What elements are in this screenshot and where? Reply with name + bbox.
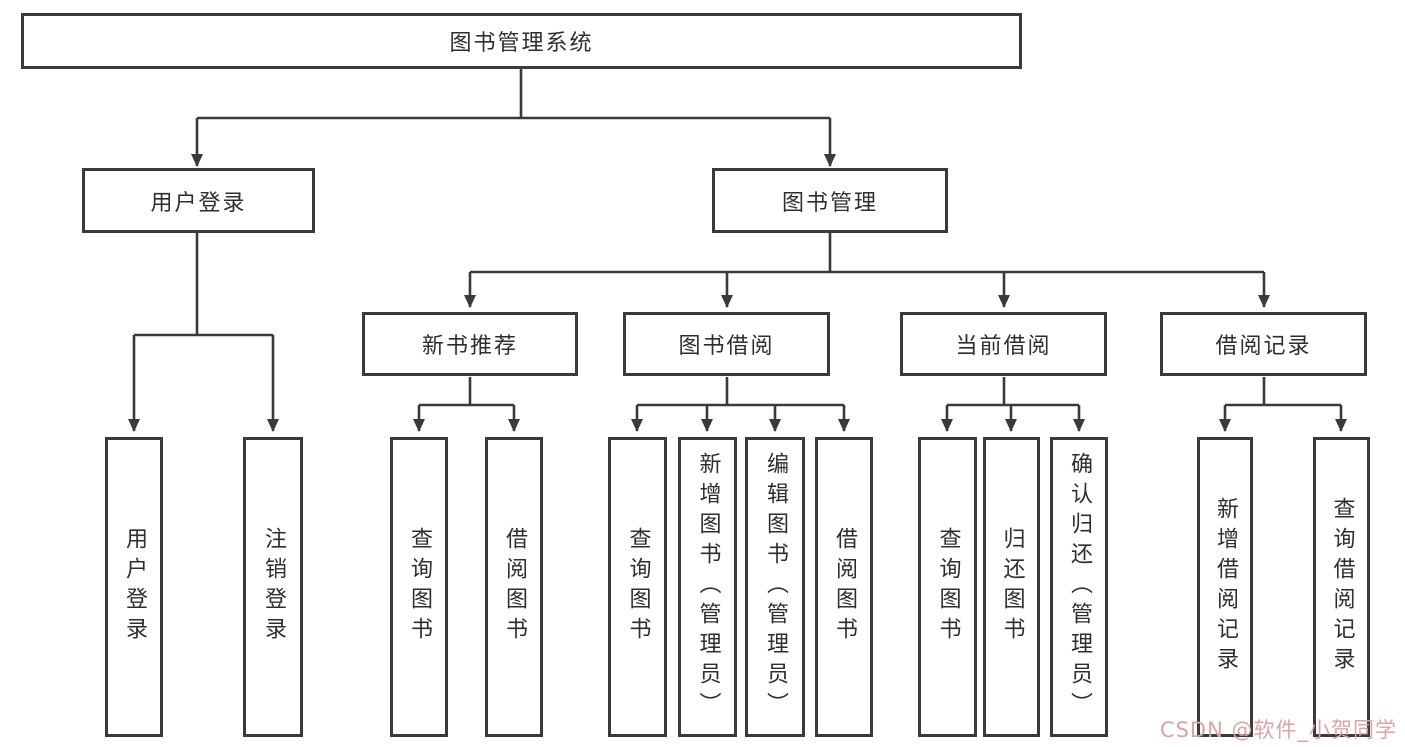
node-label: 新书推荐: [421, 334, 518, 359]
leaf-user-login: 用户登录: [105, 437, 163, 737]
node-new-book-recommend: 新书推荐: [362, 312, 578, 376]
leaf-query-books-current: 查询图书: [918, 437, 977, 737]
leaf-borrow-books: 借阅图书: [815, 437, 873, 737]
node-label: 当前借阅: [955, 334, 1052, 359]
leaf-query-books-recommend: 查询图书: [390, 437, 448, 737]
node-label: 归还图书: [999, 527, 1025, 647]
node-label: 注销登录: [261, 527, 286, 647]
node-label: 借阅图书: [502, 527, 527, 647]
node-label: 用户登录: [122, 527, 147, 647]
leaf-borrow-books-recommend: 借阅图书: [485, 437, 543, 737]
node-label: 查询借阅记录: [1329, 497, 1355, 677]
leaf-confirm-return-admin: 确认归还（管理员）: [1050, 437, 1108, 737]
node-label: 借阅记录: [1215, 334, 1312, 359]
node-book-borrow: 图书借阅: [623, 312, 830, 376]
node-label: 查询图书: [935, 527, 961, 647]
node-label: 确认归还（管理员）: [1067, 452, 1092, 722]
node-user-login-branch: 用户登录: [82, 168, 315, 233]
leaf-add-books-admin: 新增图书（管理员）: [678, 437, 737, 737]
node-label: 查询图书: [407, 527, 432, 647]
leaf-query-books-borrow: 查询图书: [608, 437, 667, 737]
node-label: 借阅图书: [832, 527, 857, 647]
leaf-edit-books-admin: 编辑图书（管理员）: [745, 437, 805, 737]
node-label: 用户登录: [150, 190, 247, 216]
leaf-add-borrow-record: 新增借阅记录: [1197, 437, 1253, 737]
node-label: 图书管理系统: [449, 31, 594, 56]
node-label: 查询图书: [625, 527, 651, 647]
leaf-logout: 注销登录: [243, 437, 303, 737]
node-current-borrow: 当前借阅: [900, 312, 1107, 376]
node-root-library-system: 图书管理系统: [21, 13, 1022, 69]
leaf-return-books: 归还图书: [983, 437, 1040, 737]
node-label: 新增图书（管理员）: [695, 452, 721, 722]
node-borrow-records: 借阅记录: [1160, 312, 1367, 376]
node-label: 编辑图书（管理员）: [763, 452, 788, 722]
leaf-query-borrow-record: 查询借阅记录: [1313, 437, 1370, 737]
node-label: 新增借阅记录: [1213, 497, 1238, 677]
node-book-management-branch: 图书管理: [712, 168, 948, 233]
node-label: 图书借阅: [678, 334, 775, 359]
node-label: 图书管理: [781, 190, 878, 216]
